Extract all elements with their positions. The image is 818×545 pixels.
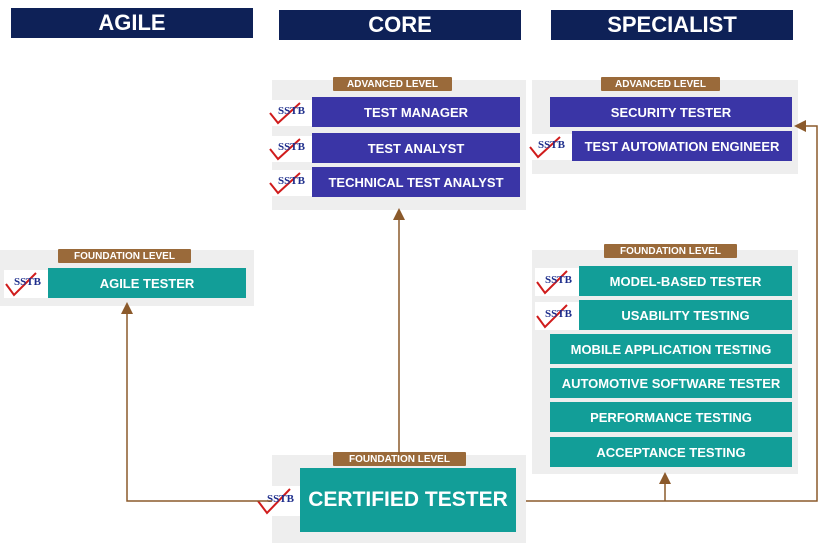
header-core: CORE [279,10,521,40]
level-tag-agile-foundation: FOUNDATION LEVEL [58,249,191,263]
svg-text:SSTB: SSTB [545,274,573,286]
course-mobile-application-testing[interactable]: MOBILE APPLICATION TESTING [550,334,792,364]
level-tag-specialist-advanced: ADVANCED LEVEL [601,77,720,91]
arrow-to-specialist-advanced [526,120,818,502]
course-automotive-software-tester[interactable]: AUTOMOTIVE SOFTWARE TESTER [550,368,792,398]
arrow-to-agile [121,302,272,502]
svg-text:SSTB: SSTB [538,139,566,151]
level-tag-specialist-foundation: FOUNDATION LEVEL [604,244,737,258]
course-performance-testing[interactable]: PERFORMANCE TESTING [550,402,792,432]
course-security-tester[interactable]: SECURITY TESTER [550,97,792,127]
svg-text:SSTB: SSTB [278,105,306,117]
course-technical-test-analyst[interactable]: TECHNICAL TEST ANALYST [312,167,520,197]
svg-text:SSTB: SSTB [545,308,573,320]
svg-text:SSTB: SSTB [278,141,306,153]
sstb-logo-icon: SSTB [535,302,579,330]
course-test-automation-engineer[interactable]: TEST AUTOMATION ENGINEER [572,131,792,161]
course-test-manager[interactable]: TEST MANAGER [312,97,520,127]
sstb-logo-icon: SSTB [528,134,572,160]
svg-text:SSTB: SSTB [267,493,295,505]
course-agile-tester[interactable]: AGILE TESTER [48,268,246,298]
course-test-analyst[interactable]: TEST ANALYST [312,133,520,163]
sstb-logo-icon: SSTB [268,100,312,126]
course-usability-testing[interactable]: USABILITY TESTING [579,300,792,330]
course-certified-tester[interactable]: CERTIFIED TESTER [300,468,516,532]
sstb-logo-icon: SSTB [4,270,48,298]
course-acceptance-testing[interactable]: ACCEPTANCE TESTING [550,437,792,467]
level-tag-core-advanced: ADVANCED LEVEL [333,77,452,91]
sstb-logo-icon: SSTB [268,136,312,162]
course-model-based-tester[interactable]: MODEL-BASED TESTER [579,266,792,296]
header-agile: AGILE [11,8,253,38]
sstb-logo-icon: SSTB [268,170,312,196]
header-specialist: SPECIALIST [551,10,793,40]
level-tag-core-foundation: FOUNDATION LEVEL [333,452,466,466]
svg-text:SSTB: SSTB [14,276,42,288]
svg-text:SSTB: SSTB [278,175,306,187]
sstb-logo-icon: SSTB [535,268,579,296]
